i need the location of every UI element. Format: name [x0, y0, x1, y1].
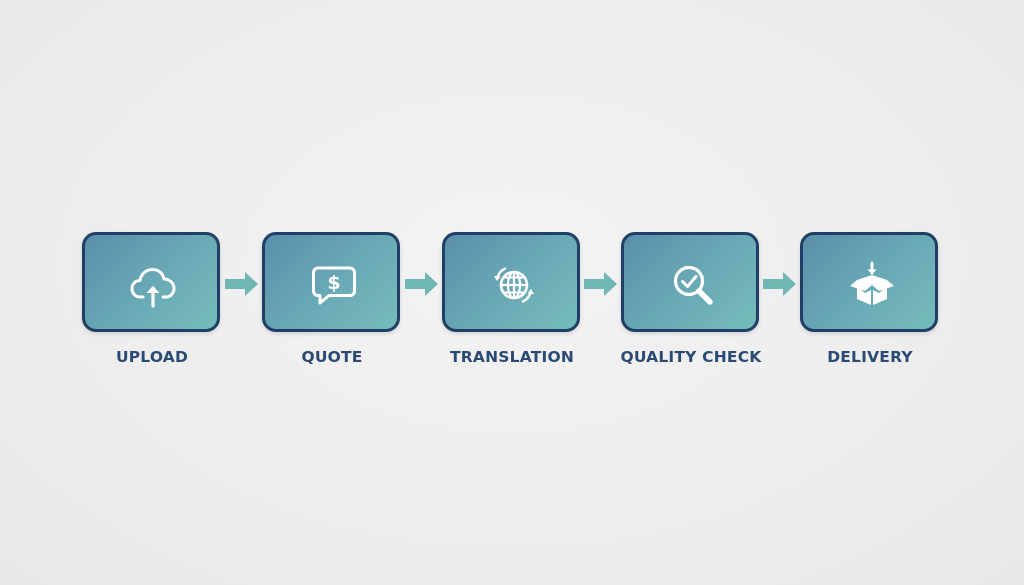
step-upload-box [82, 232, 220, 332]
step-translation-box [442, 232, 580, 332]
step-quality-check-box [621, 232, 759, 332]
arrow-right-icon [405, 272, 438, 296]
step-quote-label: QUOTE [301, 348, 363, 366]
open-box-icon [850, 261, 894, 305]
cloud-upload-icon [130, 268, 176, 308]
step-translation-label: TRANSLATION [450, 348, 574, 366]
step-upload-label: UPLOAD [115, 348, 189, 366]
step-quote-box: $ [262, 232, 400, 332]
speech-bubble-dollar-icon: $ [312, 266, 356, 305]
step-quality-check-label: QUALITY CHECK [620, 348, 762, 366]
svg-text:$: $ [327, 272, 340, 294]
globe-refresh-icon [494, 267, 534, 303]
arrow-right-icon [584, 272, 617, 296]
magnifier-check-icon [673, 265, 713, 305]
arrow-right-icon [225, 272, 258, 296]
step-delivery-label: DELIVERY [827, 348, 913, 366]
step-delivery-box [800, 232, 938, 332]
arrow-right-icon [763, 272, 796, 296]
